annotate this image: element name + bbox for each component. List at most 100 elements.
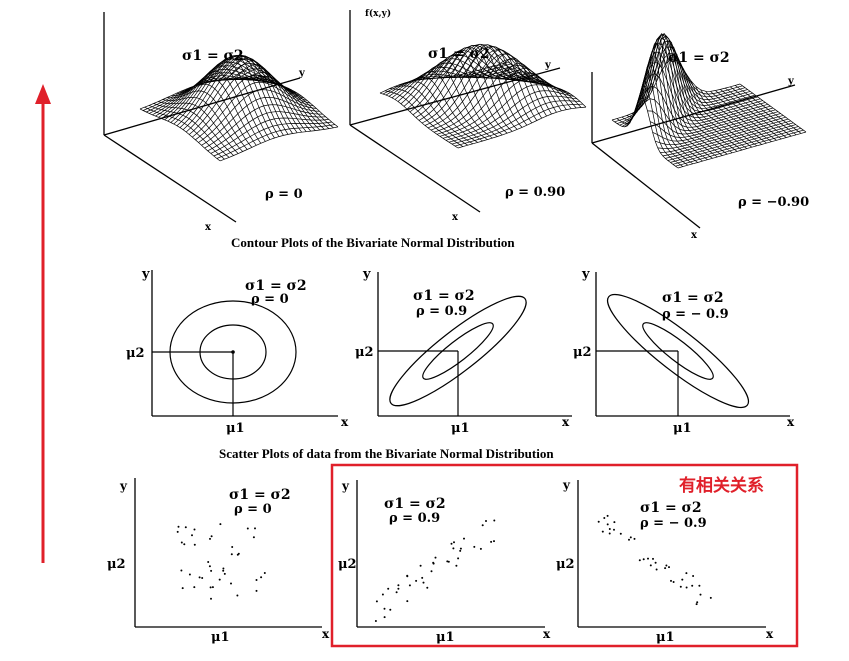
scatter-panel-3: y x μ2 μ1 σ1 = σ2 ρ = − 0.9 (556, 478, 774, 645)
mesh-line (427, 53, 557, 129)
contour-title: Contour Plots of the Bivariate Normal Di… (231, 235, 515, 250)
mesh-line (695, 86, 762, 145)
mesh-line (443, 43, 523, 128)
scatter-point (613, 528, 615, 531)
scatter-point (681, 578, 684, 581)
scatter-3-rho: ρ = − 0.9 (640, 516, 707, 531)
mesh-line (675, 129, 804, 167)
scatter-1-x-label: x (322, 627, 330, 641)
scatter-2-mu1: μ1 (436, 630, 455, 645)
scatter-point (375, 600, 378, 603)
scatter-point (613, 521, 616, 524)
scatter-2-points (374, 519, 496, 622)
surface-2-sigma: σ1 = σ2 (428, 46, 490, 62)
mesh-line (675, 59, 743, 151)
surface-3-sigma: σ1 = σ2 (668, 50, 730, 66)
scatter-point (219, 523, 222, 526)
scatter-point (222, 569, 225, 572)
scatter-point (177, 525, 180, 528)
scatter-point (699, 593, 702, 596)
scatter-1-points (176, 523, 266, 600)
scatter-point (670, 579, 672, 582)
highlight-box (330, 463, 799, 648)
contour-1-y-label: y (141, 267, 150, 282)
scatter-point (387, 587, 390, 590)
mesh-line (680, 65, 748, 149)
scatter-point (236, 594, 239, 597)
mesh-line (493, 65, 572, 109)
scatter-point (421, 576, 424, 579)
scatter-point (406, 600, 409, 603)
mesh-line (488, 67, 567, 110)
scatter-point (709, 596, 712, 599)
scatter-point (608, 532, 611, 535)
scatter-title: Scatter Plots of data from the Bivariate… (219, 446, 554, 461)
scatter-point (447, 560, 450, 563)
scatter-point (654, 561, 657, 564)
scatter-point (188, 573, 191, 576)
scatter-point (638, 559, 641, 562)
mesh-line (230, 72, 312, 132)
scatter-2-sigma: σ1 = σ2 (384, 496, 446, 512)
scatter-point (419, 564, 422, 567)
scatter-point (672, 581, 675, 583)
mesh-line (700, 89, 767, 144)
mesh-line (457, 106, 587, 149)
surface-2-x-label: x (452, 212, 459, 223)
scatter-point (201, 577, 204, 579)
contour-3-x-label: x (787, 415, 795, 429)
scatter-point (597, 520, 600, 523)
mesh-line (667, 124, 796, 161)
mesh-line (685, 73, 753, 148)
mesh-line (672, 127, 801, 165)
scatter-point (606, 514, 609, 517)
mesh-line (720, 89, 787, 138)
mesh-line (213, 121, 332, 157)
scatter-point (198, 576, 201, 579)
scatter-point (628, 538, 630, 541)
scatter-2-mu2: μ2 (338, 557, 357, 572)
scatter-point (231, 546, 234, 548)
scatter-point (191, 534, 193, 537)
mesh-line (665, 122, 794, 159)
scatter-point (374, 620, 377, 622)
mesh-line (502, 63, 582, 108)
scatter-point (493, 519, 496, 522)
surface-3-rho: ρ = −0.90 (738, 195, 809, 210)
scatter-1-mu1: μ1 (211, 630, 230, 645)
mesh-line (158, 101, 239, 154)
contour-3-mu2: μ2 (573, 345, 592, 360)
scatter-point (652, 557, 654, 560)
mesh-line (448, 95, 578, 143)
scatter-3-y-label: y (562, 478, 571, 492)
mesh-line (195, 81, 314, 141)
mesh-line (631, 51, 698, 163)
scatter-point (692, 575, 695, 577)
mesh-line (478, 68, 557, 113)
contour-2-y-label: y (362, 267, 371, 282)
scatter-point (430, 570, 433, 573)
scatter-point (222, 567, 225, 570)
mesh-line (210, 117, 329, 154)
contour-3-y-label: y (581, 267, 590, 282)
scatter-point (668, 566, 670, 569)
surface-row: σ1 = σ2 ρ = 0 x y f(x,y) σ1 = σ2 ρ = 0.9… (103, 8, 809, 241)
scatter-point (230, 582, 232, 585)
mesh-line (216, 124, 335, 159)
contour-2-x-label: x (562, 415, 570, 429)
scatter-point (223, 572, 226, 575)
scatter-3-points (597, 514, 712, 606)
mesh-line (734, 85, 802, 134)
mesh-line (144, 106, 225, 160)
red-arrow (35, 84, 51, 563)
scatter-point (193, 543, 196, 546)
scatter-point (450, 542, 453, 545)
scatter-point (473, 545, 476, 548)
surface-1-x-label: x (205, 222, 212, 233)
surface-2-rho: ρ = 0.90 (505, 185, 565, 200)
scatter-point (208, 565, 211, 568)
scatter-point (397, 584, 400, 587)
mesh-line (424, 49, 554, 126)
scatter-point (664, 567, 667, 570)
scatter-point (459, 547, 462, 550)
